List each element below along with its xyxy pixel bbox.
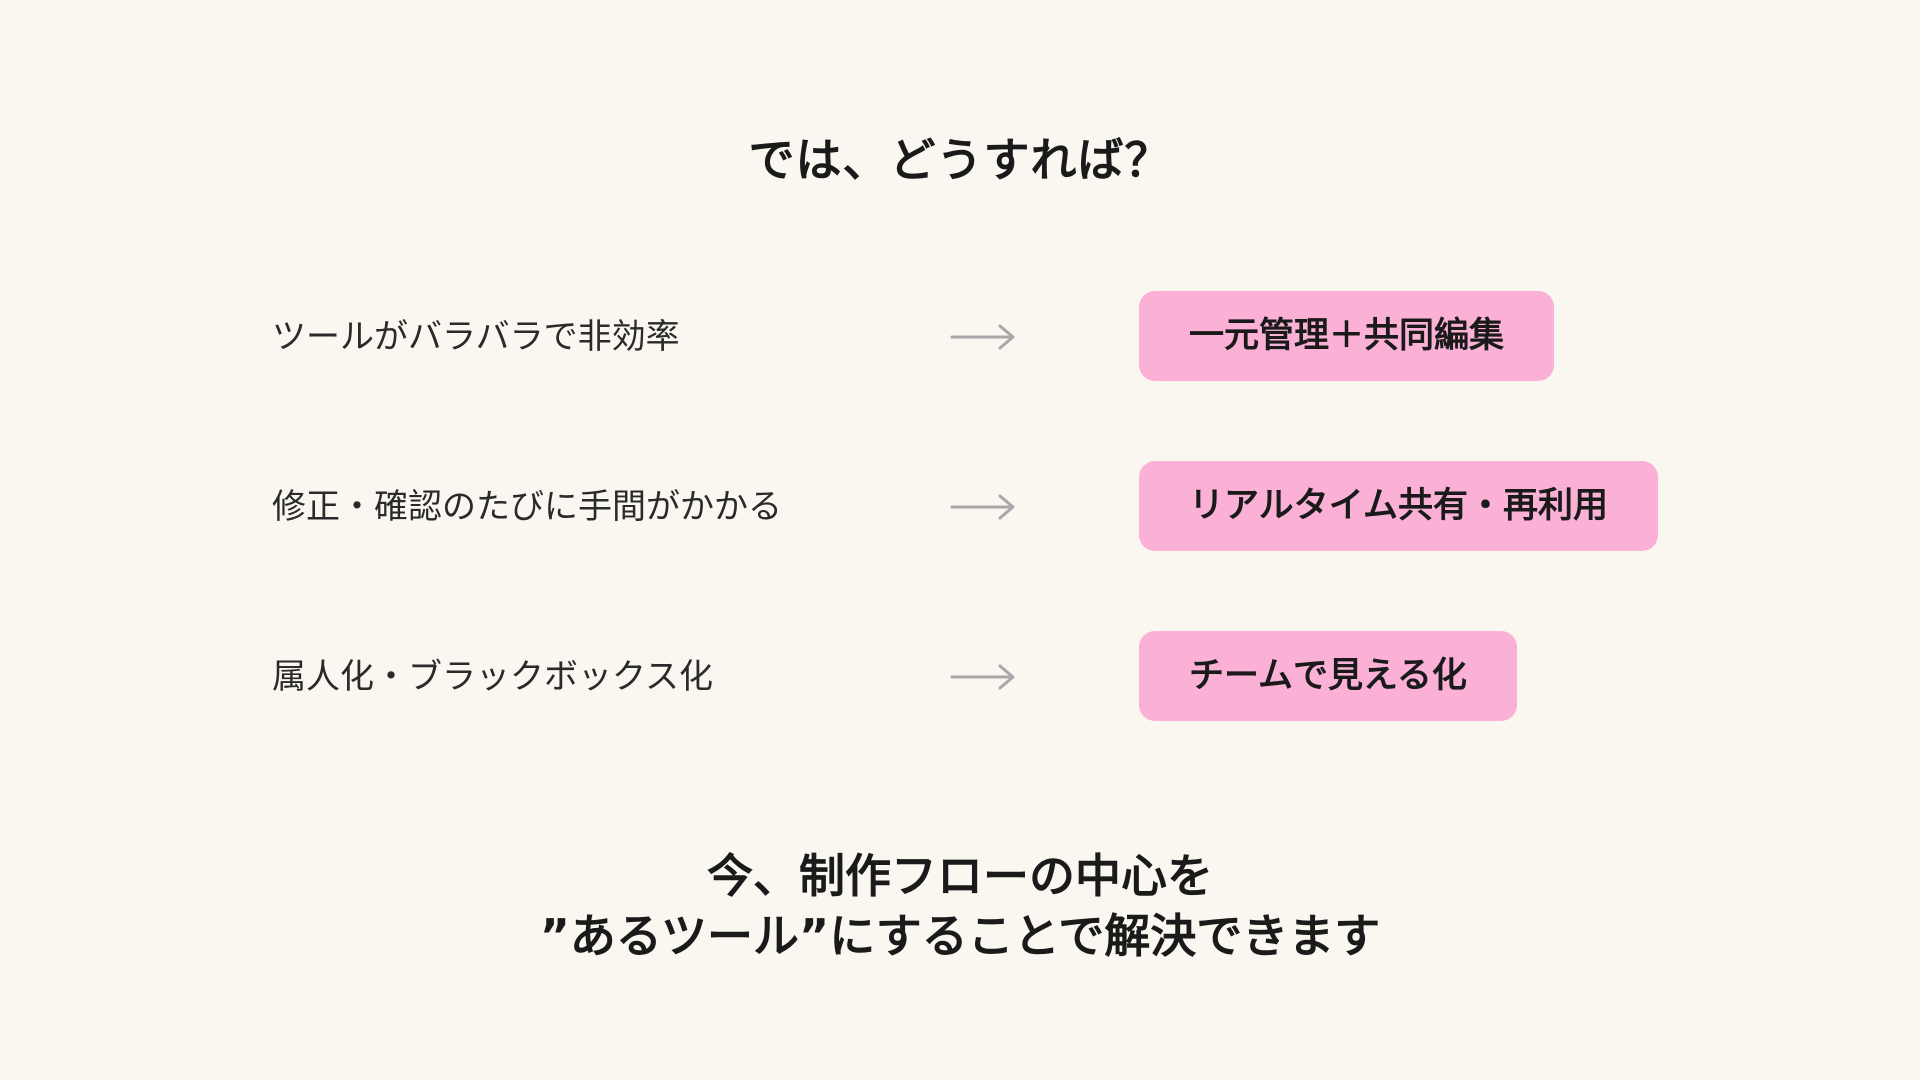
arrow-right-icon	[950, 664, 1015, 690]
problem-solution-row: 修正・確認のたびに手間がかかる リアルタイム共有・再利用	[0, 461, 1920, 553]
problem-text: 属人化・ブラックボックス化	[272, 657, 713, 697]
conclusion-text: 今、制作フローの中心を ”あるツール”にすることで解決できます	[0, 846, 1920, 966]
conclusion-line-2: ”あるツール”にすることで解決できます	[539, 909, 1381, 963]
problem-text: ツールがバラバラで非効率	[272, 317, 680, 357]
slide-title: では、どうすれば？	[748, 133, 1172, 187]
problem-text: 修正・確認のたびに手間がかかる	[272, 487, 782, 527]
problem-solution-row: 属人化・ブラックボックス化 チームで見える化	[0, 631, 1920, 723]
solution-badge: チームで見える化	[1139, 631, 1517, 721]
solution-badge: リアルタイム共有・再利用	[1139, 461, 1658, 551]
conclusion-line-1: 今、制作フローの中心を	[707, 849, 1213, 903]
arrow-right-icon	[950, 324, 1015, 350]
solution-badge: 一元管理＋共同編集	[1139, 291, 1555, 381]
arrow-right-icon	[950, 494, 1015, 520]
problem-solution-row: ツールがバラバラで非効率 一元管理＋共同編集	[0, 291, 1920, 383]
